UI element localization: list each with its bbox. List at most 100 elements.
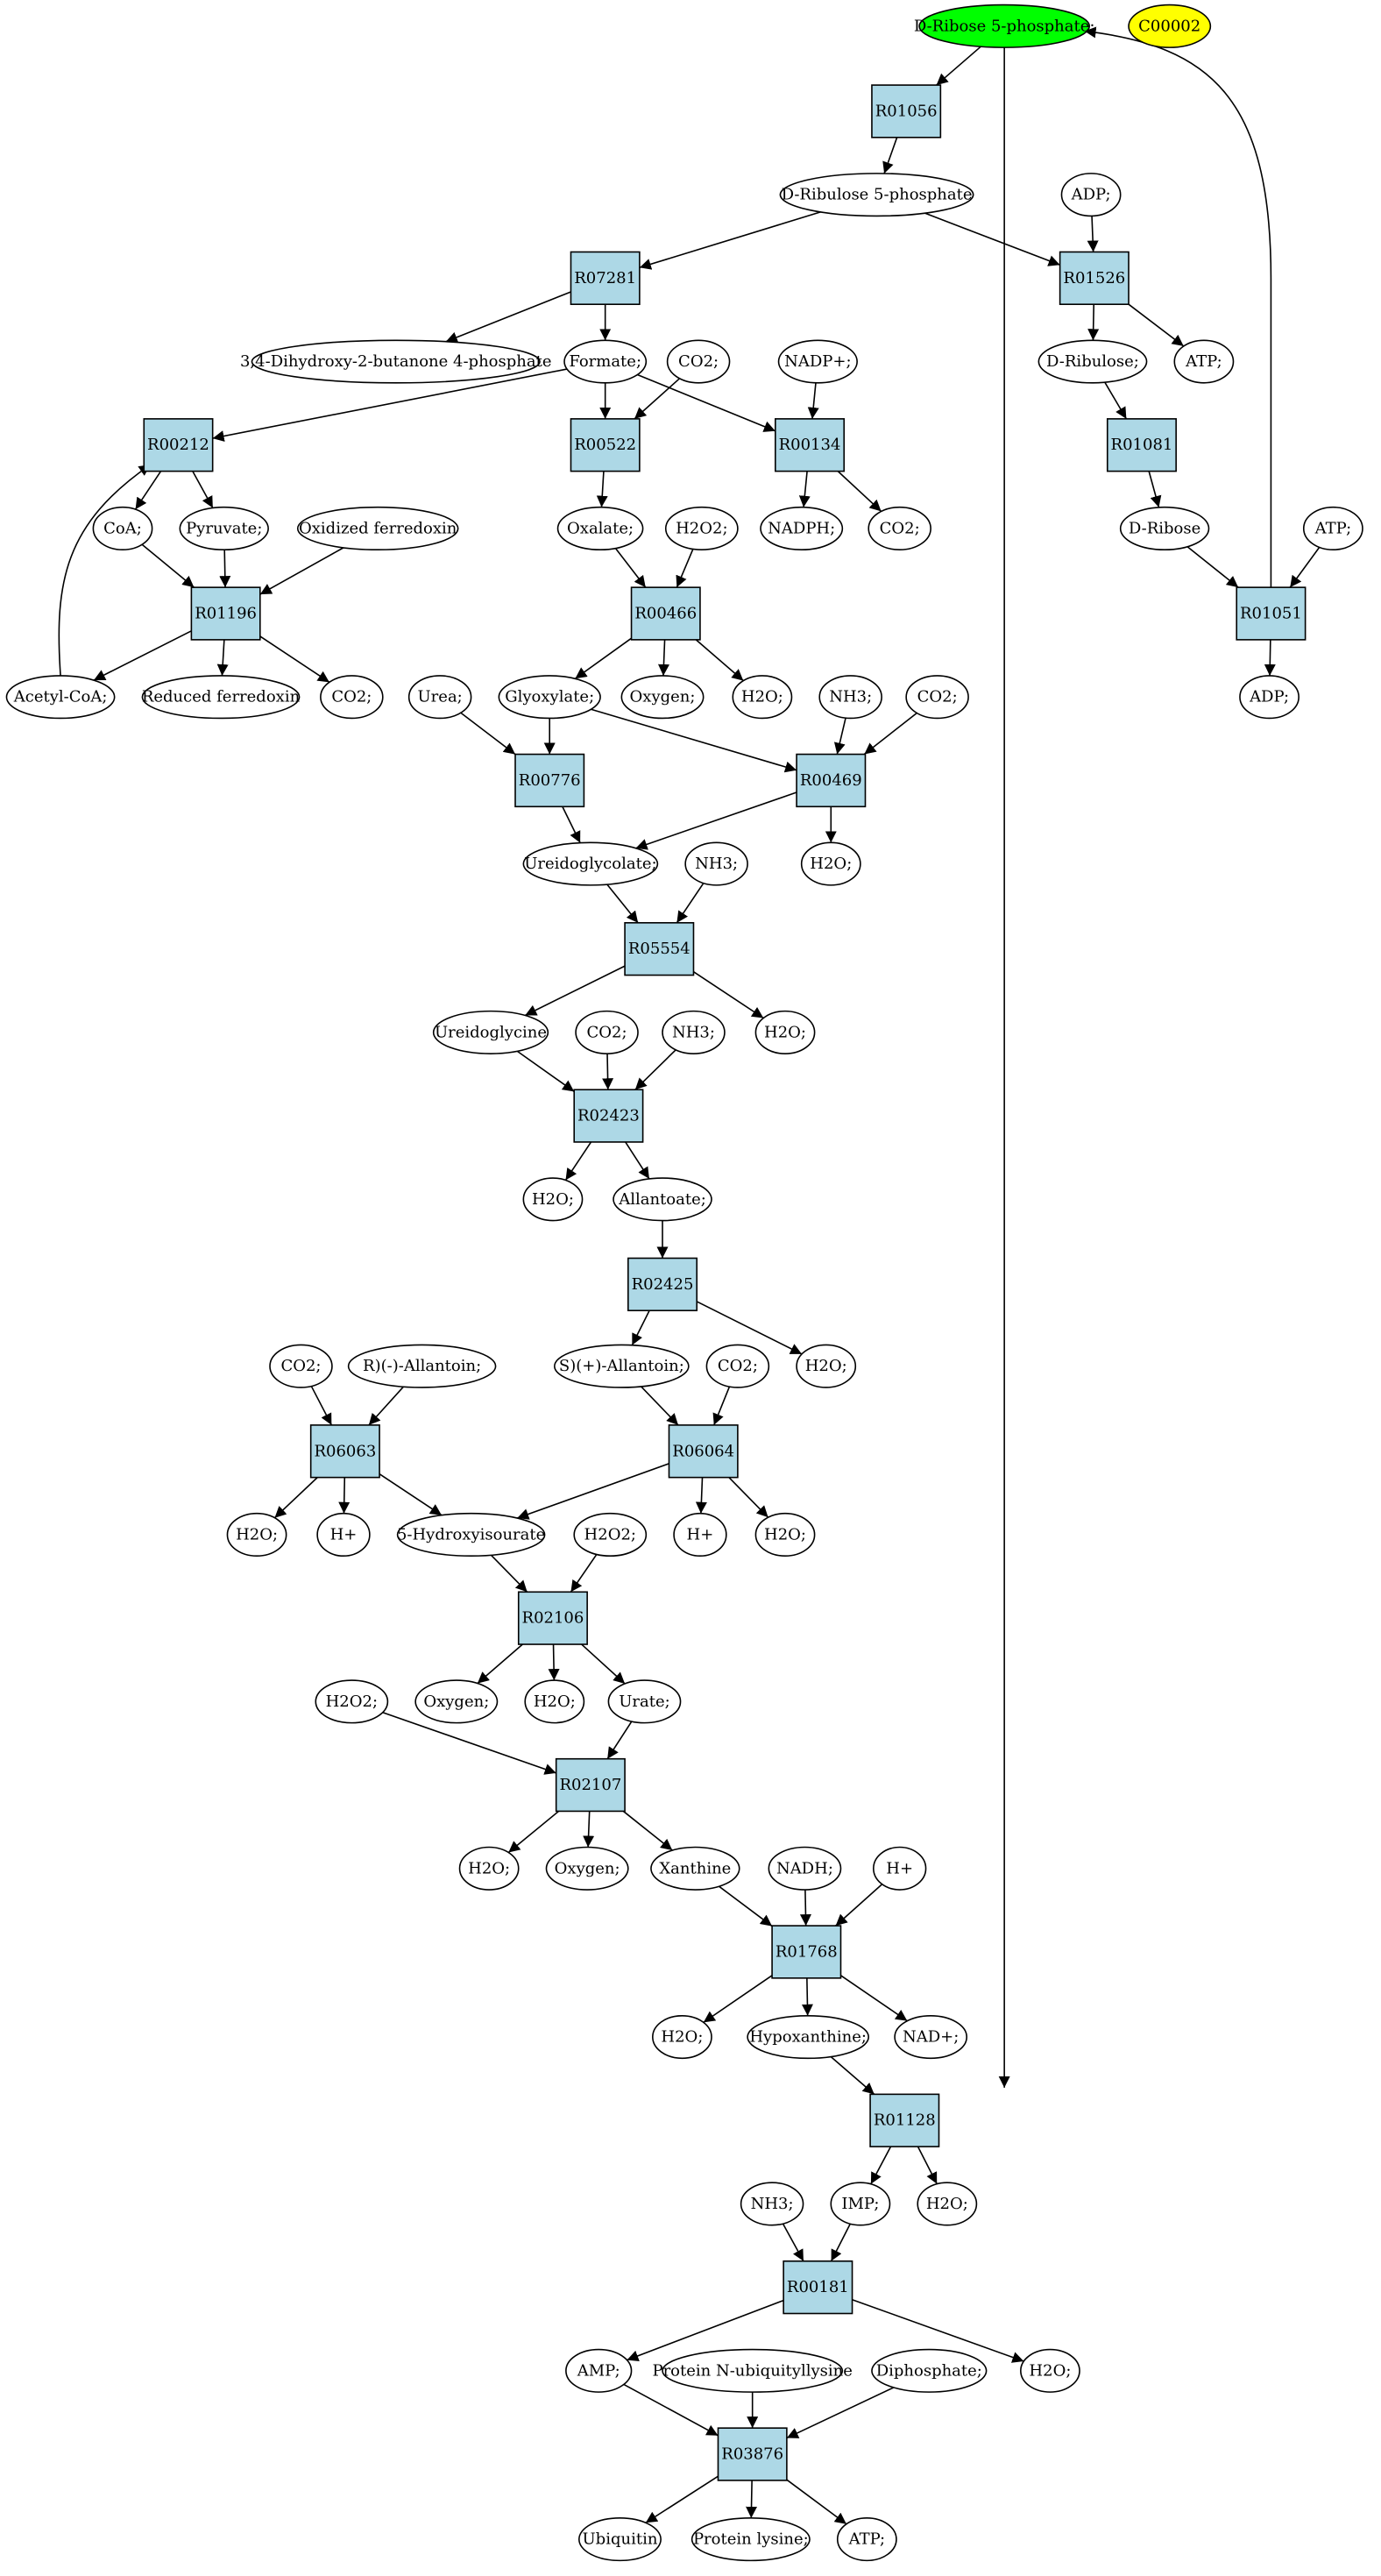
compound-node-pyruvate[interactable]: Pyruvate;	[179, 506, 269, 551]
reaction-node-r02107[interactable]: R02107	[555, 1757, 626, 1813]
compound-node-h2o2_2107[interactable]: H2O2;	[315, 1679, 389, 1724]
reaction-node-r02425[interactable]: R02425	[627, 1257, 698, 1312]
compound-node-nh3_469[interactable]: NH3;	[818, 675, 882, 720]
reaction-node-r01526[interactable]: R01526	[1059, 251, 1130, 306]
compound-node-c00002[interactable]: C00002	[1128, 4, 1212, 48]
reaction-node-r00469[interactable]: R00469	[796, 753, 867, 808]
compound-node-oxygen_2107[interactable]: Oxygen;	[545, 1846, 629, 1891]
reaction-node-r02106[interactable]: R02106	[517, 1591, 588, 1645]
compound-node-coa[interactable]: CoA;	[92, 506, 153, 551]
reaction-node-r01081[interactable]: R01081	[1106, 418, 1177, 472]
compound-node-ureidoglycolate[interactable]: Ureidoglycolate;	[522, 841, 659, 886]
compound-node-h2o_2106[interactable]: H2O;	[524, 1679, 585, 1724]
compound-node-hypoxanthine[interactable]: Hypoxanthine;	[747, 2014, 870, 2060]
compound-node-xanthine[interactable]: Xanthine	[650, 1846, 740, 1891]
compound-node-sallantoin[interactable]: S)(+)-Allantoin;	[554, 1344, 690, 1388]
compound-node-ubiquitin[interactable]: Ubiquitin	[578, 2517, 662, 2562]
reaction-node-r01051[interactable]: R01051	[1236, 586, 1307, 641]
compound-node-hplus_1768[interactable]: H+	[873, 1846, 927, 1891]
compound-node-oxalate[interactable]: Oxalate;	[556, 506, 644, 551]
compound-node-formate[interactable]: Formate;	[563, 339, 648, 384]
compound-node-dhbp[interactable]: 3,4-Dihydroxy-2-butanone 4-phosphate	[240, 339, 552, 384]
compound-node-pnul[interactable]: Protein N-ubiquityllysine	[652, 2348, 853, 2393]
compound-node-co2_6064[interactable]: CO2;	[705, 1344, 770, 1388]
compound-node-hplus_6064[interactable]: H+	[673, 1512, 727, 1558]
compound-node-h2o2_2106[interactable]: H2O2;	[573, 1512, 648, 1558]
compound-node-nh3_2423[interactable]: NH3;	[662, 1010, 726, 1054]
reaction-node-r00776[interactable]: R00776	[514, 753, 585, 808]
compound-node-adp_top[interactable]: ADP;	[1060, 173, 1122, 217]
compound-node-oxygen_2106[interactable]: Oxygen;	[414, 1679, 499, 1724]
compound-node-ribulose5p[interactable]: D-Ribulose 5-phosphate	[779, 173, 974, 217]
compound-node-h2o2_466[interactable]: H2O2;	[664, 506, 739, 551]
compound-node-co2_134[interactable]: CO2;	[868, 506, 931, 551]
compound-node-h2o_2425[interactable]: H2O;	[796, 1344, 857, 1388]
compound-node-atp_1526[interactable]: ATP;	[1173, 339, 1235, 384]
compound-node-acetylcoa[interactable]: Acetyl-CoA;	[5, 675, 116, 720]
compound-node-h2o_466[interactable]: H2O;	[732, 675, 793, 720]
compound-node-glyoxylate[interactable]: Glyoxylate;	[498, 675, 601, 720]
compound-node-rallantoin[interactable]: R)(-)-Allantoin;	[347, 1344, 497, 1388]
compound-ellipse	[684, 841, 748, 886]
compound-node-h2o_6064[interactable]: H2O;	[754, 1512, 816, 1558]
compound-node-oxygen_466[interactable]: Oxygen;	[620, 675, 705, 720]
compound-node-adp_1051[interactable]: ADP;	[1239, 675, 1300, 720]
reaction-node-r03876[interactable]: R03876	[717, 2427, 788, 2481]
compound-node-co2_522[interactable]: CO2;	[666, 339, 731, 384]
compound-node-hplus_6063[interactable]: H+	[316, 1512, 371, 1558]
compound-node-atp_1051[interactable]: ATP;	[1302, 506, 1363, 551]
compound-node-proteinlysine[interactable]: Protein lysine;	[690, 2517, 811, 2562]
compound-node-h2o_2107[interactable]: H2O;	[458, 1846, 520, 1891]
reaction-node-r01768[interactable]: R01768	[771, 1925, 842, 1979]
reaction-node-r01128[interactable]: R01128	[869, 2093, 940, 2147]
reaction-node-r01196[interactable]: R01196	[190, 586, 261, 641]
compound-node-dribose[interactable]: D-Ribose	[1119, 506, 1210, 551]
reaction-node-r06064[interactable]: R06064	[668, 1424, 739, 1479]
compound-node-ureidoglycine[interactable]: Ureidoglycine	[432, 1010, 549, 1054]
edge-c_nh3_5554-to-r_R05554	[676, 883, 705, 924]
compound-node-co2_2423[interactable]: CO2;	[575, 1010, 639, 1054]
compound-node-nh3_5554[interactable]: NH3;	[684, 841, 748, 886]
compound-node-amp[interactable]: AMP;	[565, 2348, 633, 2393]
compound-node-imp[interactable]: IMP;	[830, 2182, 891, 2226]
compound-node-co2_6063[interactable]: CO2;	[269, 1344, 333, 1388]
compound-node-nadp[interactable]: NADP+;	[777, 339, 858, 384]
compound-node-diphosphate[interactable]: Diphosphate;	[871, 2348, 988, 2393]
compound-node-co2_1196[interactable]: CO2;	[320, 675, 384, 720]
compound-node-atp_3876[interactable]: ATP;	[836, 2517, 897, 2562]
compound-node-nh3_181[interactable]: NH3;	[740, 2182, 804, 2226]
compound-node-h2o_1128[interactable]: H2O;	[917, 2182, 978, 2226]
reaction-node-r00466[interactable]: R00466	[630, 586, 701, 641]
compound-node-allantoate[interactable]: Allantoate;	[613, 1177, 712, 1222]
reaction-node-r00212[interactable]: R00212	[143, 418, 214, 472]
compound-node-nad[interactable]: NAD+;	[894, 2014, 968, 2060]
compound-node-5hiu[interactable]: 5-Hydroxyisourate	[396, 1512, 546, 1558]
compound-node-h2o_2423[interactable]: H2O;	[522, 1177, 584, 1222]
compound-node-urea[interactable]: Urea;	[407, 675, 472, 720]
compound-node-nadh[interactable]: NADH;	[768, 1846, 842, 1891]
reaction-node-r02423[interactable]: R02423	[573, 1089, 644, 1143]
compound-ellipse	[873, 1846, 927, 1891]
compound-node-urate[interactable]: Urate;	[607, 1679, 682, 1724]
compound-node-h2o_469[interactable]: H2O;	[800, 841, 861, 886]
compound-node-ribose5p[interactable]: D-Ribose 5-phosphate;	[914, 4, 1095, 48]
compound-node-dribulose[interactable]: D-Ribulose;	[1038, 339, 1148, 384]
compound-node-h2o_181[interactable]: H2O;	[1020, 2348, 1080, 2393]
reaction-node-r00134[interactable]: R00134	[775, 418, 846, 472]
reaction-node-r05554[interactable]: R05554	[624, 922, 695, 976]
compound-node-redfd[interactable]: Reduced ferredoxin	[141, 675, 301, 720]
reaction-node-r00181[interactable]: R00181	[783, 2260, 853, 2315]
reaction-node-r06063[interactable]: R06063	[309, 1424, 380, 1479]
reaction-box	[668, 1424, 739, 1479]
compound-node-co2_469[interactable]: CO2;	[905, 675, 969, 720]
reaction-node-r00522[interactable]: R00522	[570, 418, 641, 472]
compound-node-nadph[interactable]: NADPH;	[760, 506, 844, 551]
compound-node-h2o_1768[interactable]: H2O;	[652, 2014, 712, 2060]
reaction-node-r07281[interactable]: R07281	[570, 251, 641, 306]
compound-node-h2o_6063[interactable]: H2O;	[226, 1512, 287, 1558]
compound-label: Oxalate;	[567, 519, 634, 537]
compound-node-h2o_5554[interactable]: H2O;	[754, 1010, 816, 1054]
edge-c_h2o2_466-to-r_R00466	[676, 549, 694, 588]
compound-node-oxfd[interactable]: Oxidized ferredoxin	[296, 506, 459, 551]
reaction-node-r01056[interactable]: R01056	[871, 84, 942, 138]
